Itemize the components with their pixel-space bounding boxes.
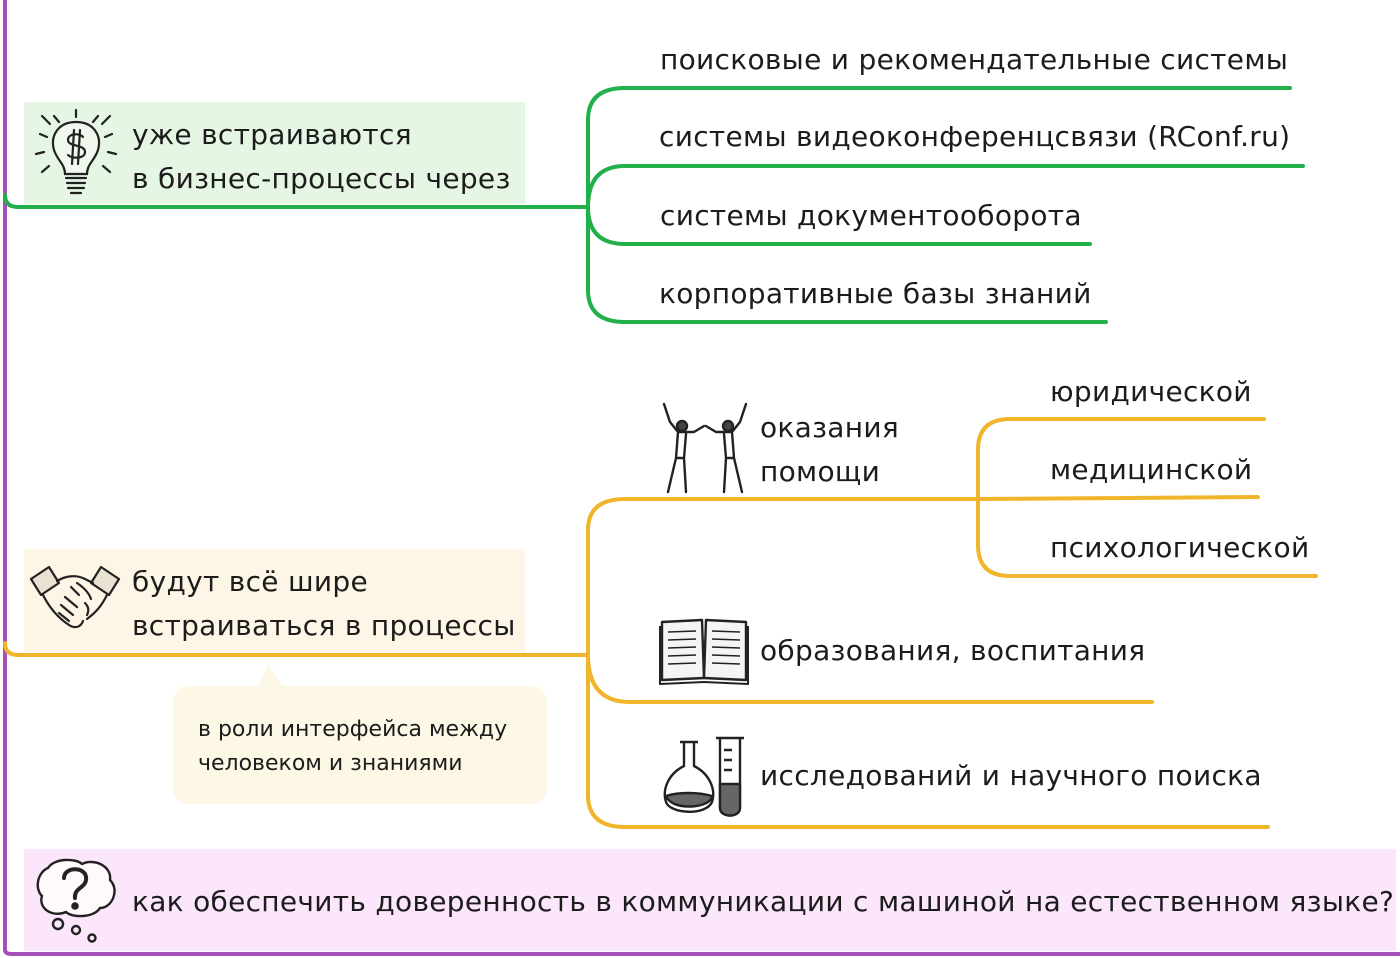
people-holding-hands-icon bbox=[662, 402, 748, 494]
branch1-title-line2: в бизнес-процессы через bbox=[132, 162, 511, 195]
callout-pointer bbox=[258, 664, 284, 688]
branch1-item-videoconf: системы видеоконференцсвязи (RConf.ru) bbox=[659, 120, 1291, 153]
branch1-item-docflow: системы документооборота bbox=[660, 199, 1082, 232]
green-branch-lines bbox=[3, 86, 1305, 324]
question-bubble-icon bbox=[36, 858, 116, 943]
education-label: образования, воспитания bbox=[760, 634, 1146, 667]
help-item-medical: медицинской bbox=[1050, 453, 1253, 486]
question-box bbox=[24, 849, 1396, 951]
callout-line2: человеком и знаниями bbox=[198, 751, 463, 776]
branch1-title-line1: уже встраиваются bbox=[132, 118, 412, 151]
branch1-item-knowledge-base: корпоративные базы знаний bbox=[659, 277, 1092, 310]
orange-branch-lines bbox=[3, 417, 1318, 829]
handshake-icon bbox=[29, 565, 121, 629]
lab-flask-icon bbox=[663, 736, 744, 817]
callout-line1: в роли интерфейса между bbox=[198, 717, 508, 742]
help-item-psych: психологической bbox=[1050, 531, 1310, 564]
branch2-title-line2: встраиваться в процессы bbox=[132, 609, 516, 642]
help-label-line2: помощи bbox=[760, 455, 881, 488]
frame-line bbox=[3, 0, 1400, 956]
research-label: исследований и научного поиска bbox=[760, 759, 1262, 792]
branch2-title-line1: будут всё шире bbox=[132, 565, 369, 598]
open-book-icon bbox=[659, 618, 749, 685]
help-item-legal: юридической bbox=[1050, 375, 1252, 408]
question-text: как обеспечить доверенность в коммуникац… bbox=[132, 885, 1395, 918]
branch1-item-search: поисковые и рекомендательные системы bbox=[660, 43, 1289, 76]
branch2-box bbox=[24, 549, 525, 652]
branch2-callout bbox=[173, 686, 547, 804]
help-label-line1: оказания bbox=[760, 411, 899, 444]
lightbulb-dollar-icon bbox=[34, 108, 118, 195]
